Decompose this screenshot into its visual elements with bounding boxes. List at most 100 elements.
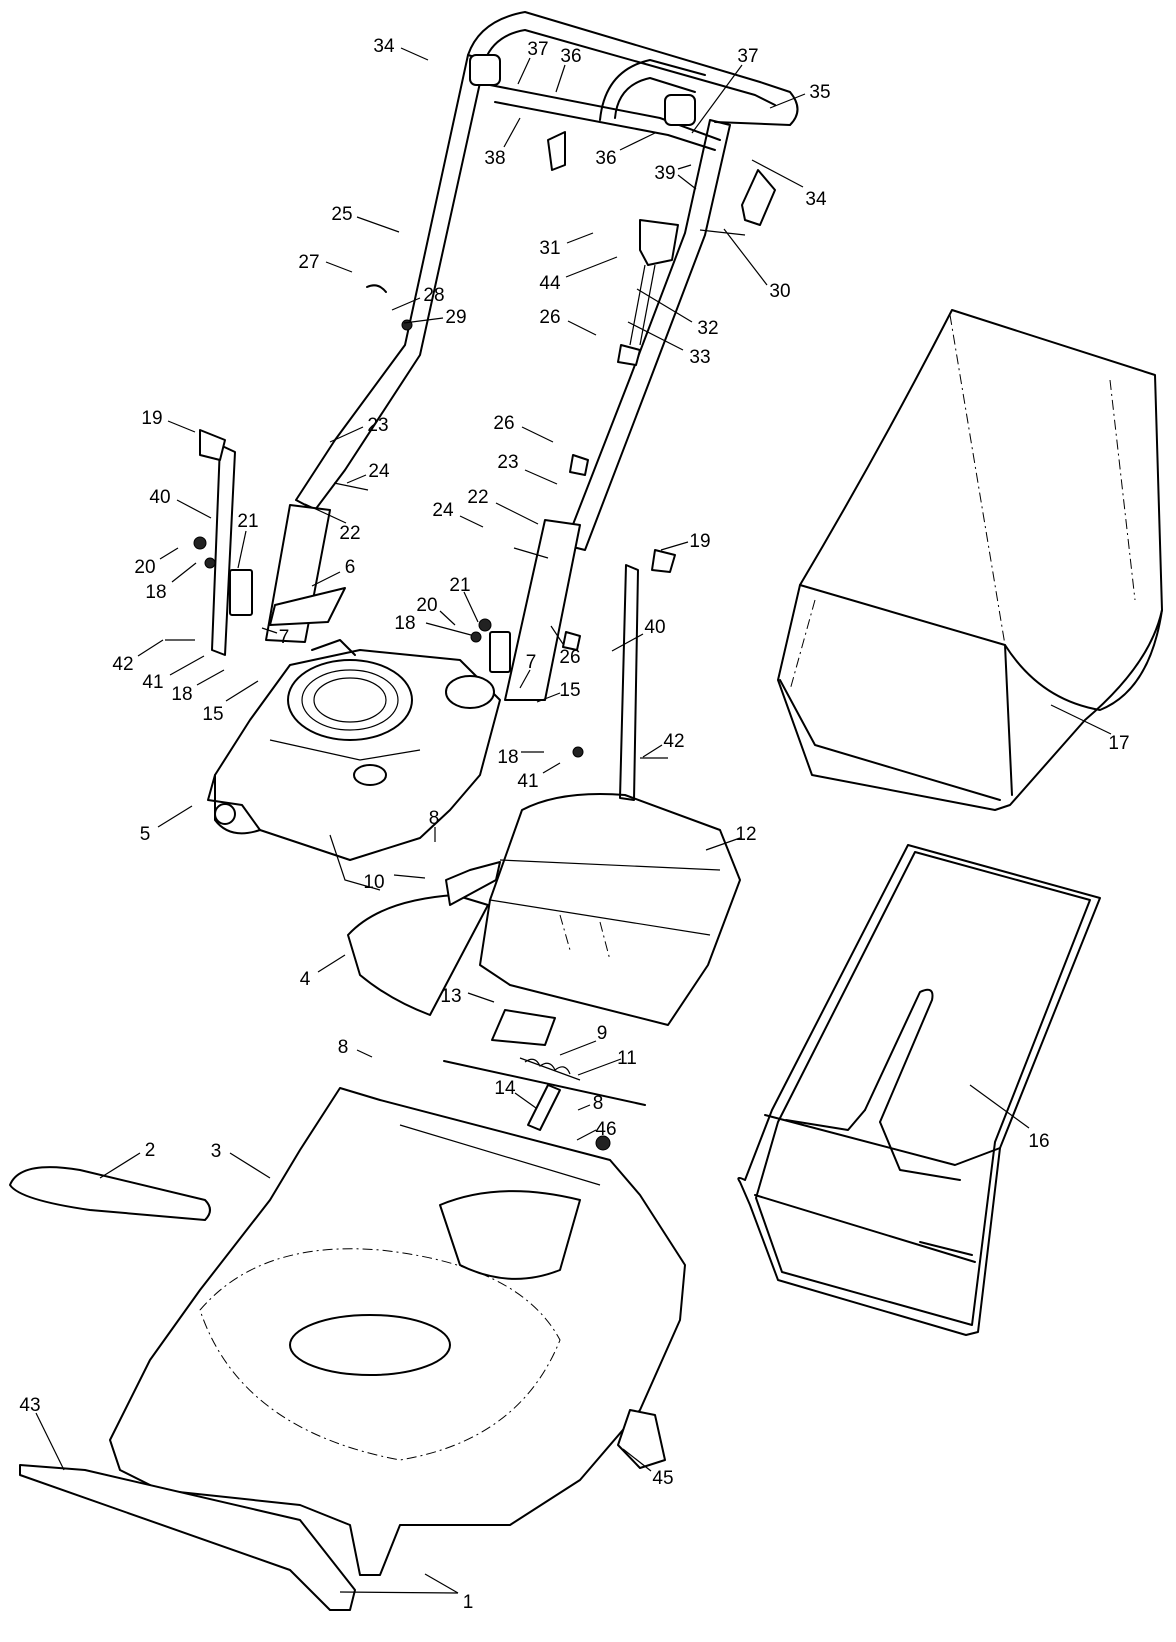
callout-39: 39 [654,163,697,190]
callout-21: 21 [449,575,479,623]
callout-leader [723,228,768,286]
callout-13: 13 [440,986,495,1007]
callout-43: 43 [19,1395,65,1471]
callout-leader [229,1152,271,1179]
callout-label: 36 [595,148,616,169]
callout-leader [550,625,564,645]
callout-leader [157,805,193,828]
callout-leader [35,1412,65,1471]
callout-28: 28 [391,285,445,311]
callout-42: 42 [642,731,685,758]
callout-label: 9 [597,1023,608,1044]
callout-leader [769,93,806,109]
callout-41: 41 [517,762,561,792]
callout-label: 7 [526,652,537,673]
callout-label: 36 [560,46,581,67]
callout-1: 1 [339,1573,474,1613]
callout-26: 26 [539,307,597,336]
callout-leader [751,159,804,188]
callout-8: 8 [429,808,440,842]
callout-26: 26 [493,413,554,443]
callout-leader [622,1448,652,1472]
callout-leader [567,320,597,336]
callout-3: 3 [211,1141,271,1179]
callout-leader [424,1573,459,1594]
grass-bag [777,309,1163,811]
callout-leader [356,1049,373,1058]
callout-label: 2 [145,1140,156,1161]
callout-leader [400,47,429,61]
callout-leader [576,1129,597,1141]
callout-40: 40 [149,487,212,519]
callout-14: 14 [494,1078,537,1109]
callout-33: 33 [627,321,711,368]
callout-leader [495,502,539,525]
callout-leader [317,954,346,973]
callout-leader [261,627,278,634]
callout-label: 23 [367,415,388,436]
callout-label: 20 [134,557,155,578]
callout-leader [467,992,495,1003]
callout-label: 1 [463,1592,474,1613]
callout-leader [459,515,484,528]
callout-label: 6 [345,557,356,578]
callout-label: 8 [338,1037,349,1058]
callout-label: 41 [517,771,538,792]
callout-leader [159,547,179,560]
callout-leader [171,562,197,583]
callout-leader [169,655,205,676]
callout-label: 8 [593,1093,604,1114]
callout-label: 19 [689,531,710,552]
callout-label: 23 [497,452,518,473]
callout-45: 45 [622,1448,674,1489]
callout-label: 26 [559,647,580,668]
callout-37: 37 [517,39,549,85]
callout-label: 45 [652,1468,673,1489]
callout-41: 41 [142,655,205,693]
callout-label: 4 [300,969,311,990]
callout-30: 30 [723,228,791,302]
callout-leader [1050,704,1112,735]
callout-label: 32 [697,318,718,339]
callout-leader [137,639,164,657]
callout-leader [176,499,212,519]
callout-leader [339,1591,459,1594]
callout-29: 29 [403,307,467,328]
callout-label: 22 [467,487,488,508]
callout-label: 26 [539,307,560,328]
callout-label: 16 [1028,1131,1049,1152]
callout-leader [514,1092,537,1109]
callout-label: 20 [416,595,437,616]
callout-23: 23 [329,415,389,443]
callout-leader [677,164,692,170]
callout-label: 30 [769,281,790,302]
callout-22: 22 [467,487,539,525]
callout-label: 43 [19,1395,40,1416]
callout-leader [660,541,689,551]
callout-24: 24 [432,500,484,528]
callout-leader [99,1152,141,1179]
callout-16: 16 [969,1084,1050,1152]
callout-leader [521,426,554,443]
callout-label: 8 [429,808,440,829]
callout-label: 39 [654,163,675,184]
callout-leader [403,317,444,324]
callout-7: 7 [519,652,537,689]
callout-leader [225,680,259,702]
callout-label: 15 [202,704,223,725]
callout-leader [969,1084,1030,1129]
callout-leader [555,64,566,93]
callout-label: 18 [497,747,518,768]
callout-15: 15 [202,680,259,725]
callout-label: 17 [1108,733,1129,754]
callout-19: 19 [141,408,196,433]
callout-20: 20 [134,547,179,578]
callout-46: 46 [576,1119,617,1141]
callout-leader [565,256,618,278]
callout-40: 40 [611,617,666,652]
callout-label: 21 [237,511,258,532]
callout-label: 3 [211,1141,222,1162]
callout-leader [311,571,341,587]
callout-leader [196,669,225,686]
callout-leader [642,744,663,758]
